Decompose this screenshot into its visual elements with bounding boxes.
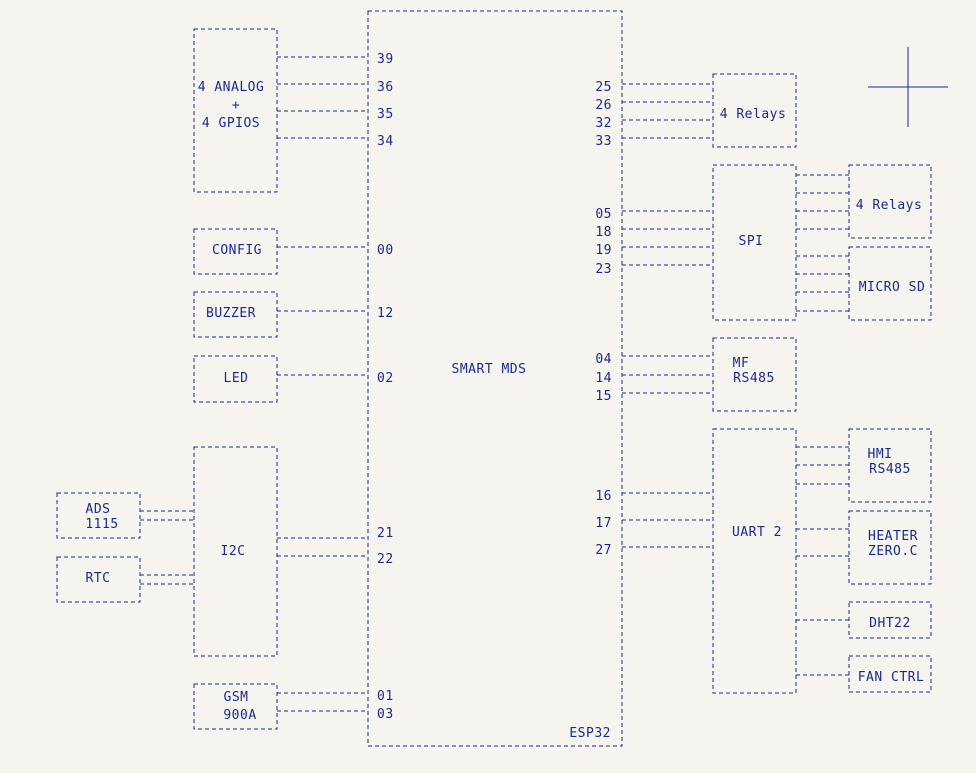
micro-sd-label: MICRO SD [859, 280, 926, 295]
chip-title: SMART MDS [452, 362, 527, 377]
rtc-label: RTC [86, 571, 111, 586]
relays-b-label: 4 Relays [856, 198, 923, 213]
micro-sd-block [848, 246, 932, 321]
hmi-label-line1: HMI [868, 447, 893, 462]
i2c-bus-wires [140, 510, 194, 585]
pin-label-21: 21 [377, 526, 394, 541]
mf-label-line1: MF [733, 356, 750, 371]
pin-label-12: 12 [377, 306, 394, 321]
left-wires [277, 56, 368, 712]
mf-rs485-block [712, 337, 797, 412]
pin-label-25: 25 [595, 80, 612, 95]
pin-label-00: 00 [377, 243, 394, 258]
ads-label-line2: 1115 [85, 517, 118, 532]
pin-label-04: 04 [595, 352, 612, 367]
hmi-label-line2: RS485 [869, 462, 911, 477]
pin-label-01: 01 [377, 689, 394, 704]
esp32-chip-block [367, 10, 623, 747]
heater-label-line2: ZERO.C [868, 544, 918, 559]
pin-label-22: 22 [377, 552, 394, 567]
relays-a-label: 4 Relays [720, 107, 787, 122]
config-block [193, 228, 278, 275]
pin-label-39: 39 [377, 52, 394, 67]
pin-label-14: 14 [595, 371, 612, 386]
pin-label-05: 05 [595, 207, 612, 222]
chip-part-label: ESP32 [569, 726, 611, 741]
analog-label-line1: 4 ANALOG [198, 80, 265, 95]
pin-label-03: 03 [377, 707, 394, 722]
crosshair-cursor-icon [868, 47, 948, 127]
uart2-block [712, 428, 797, 694]
relays-block-b [848, 164, 932, 239]
fan-ctrl-block [848, 655, 932, 693]
pin-label-18: 18 [595, 225, 612, 240]
buzzer-label: BUZZER [206, 306, 256, 321]
pin-label-19: 19 [595, 243, 612, 258]
pin-label-35: 35 [377, 107, 394, 122]
led-block [193, 355, 278, 403]
pin-label-32: 32 [595, 116, 612, 131]
pin-label-34: 34 [377, 134, 394, 149]
analog-gpio-block [193, 28, 278, 193]
pin-label-02: 02 [377, 371, 394, 386]
pin-label-26: 26 [595, 98, 612, 113]
gsm-label-line2: 900A [223, 708, 256, 723]
heater-zero-cross-block [848, 510, 932, 585]
heater-label-line1: HEATER [868, 529, 918, 544]
mf-label-line2: RS485 [733, 371, 775, 386]
uart-bus-wires [796, 446, 849, 676]
gsm-label-line1: GSM [224, 690, 249, 705]
config-label: CONFIG [212, 243, 262, 258]
gsm900a-block [193, 683, 278, 730]
pin-label-33: 33 [595, 134, 612, 149]
pin-label-23: 23 [595, 262, 612, 277]
uart2-label: UART 2 [732, 525, 782, 540]
fan-ctrl-label: FAN CTRL [858, 670, 925, 685]
pin-label-17: 17 [595, 516, 612, 531]
analog-label-line2: + [232, 98, 240, 113]
pin-label-15: 15 [595, 389, 612, 404]
ads1115-block [56, 492, 141, 539]
spi-label: SPI [739, 234, 764, 249]
pin-label-16: 16 [595, 489, 612, 504]
pin-label-36: 36 [377, 80, 394, 95]
rtc-block [56, 556, 141, 603]
buzzer-block [193, 291, 278, 338]
ads-label-line1: ADS [86, 502, 111, 517]
analog-label-line3: 4 GPIOS [202, 116, 260, 131]
led-label: LED [224, 371, 249, 386]
pin-label-27: 27 [595, 543, 612, 558]
relays-block-a [712, 73, 797, 148]
dht22-label: DHT22 [869, 616, 911, 631]
i2c-label: I2C [221, 544, 246, 559]
spi-bus-wires [796, 174, 849, 312]
i2c-block [193, 446, 278, 657]
right-wires [622, 83, 713, 548]
